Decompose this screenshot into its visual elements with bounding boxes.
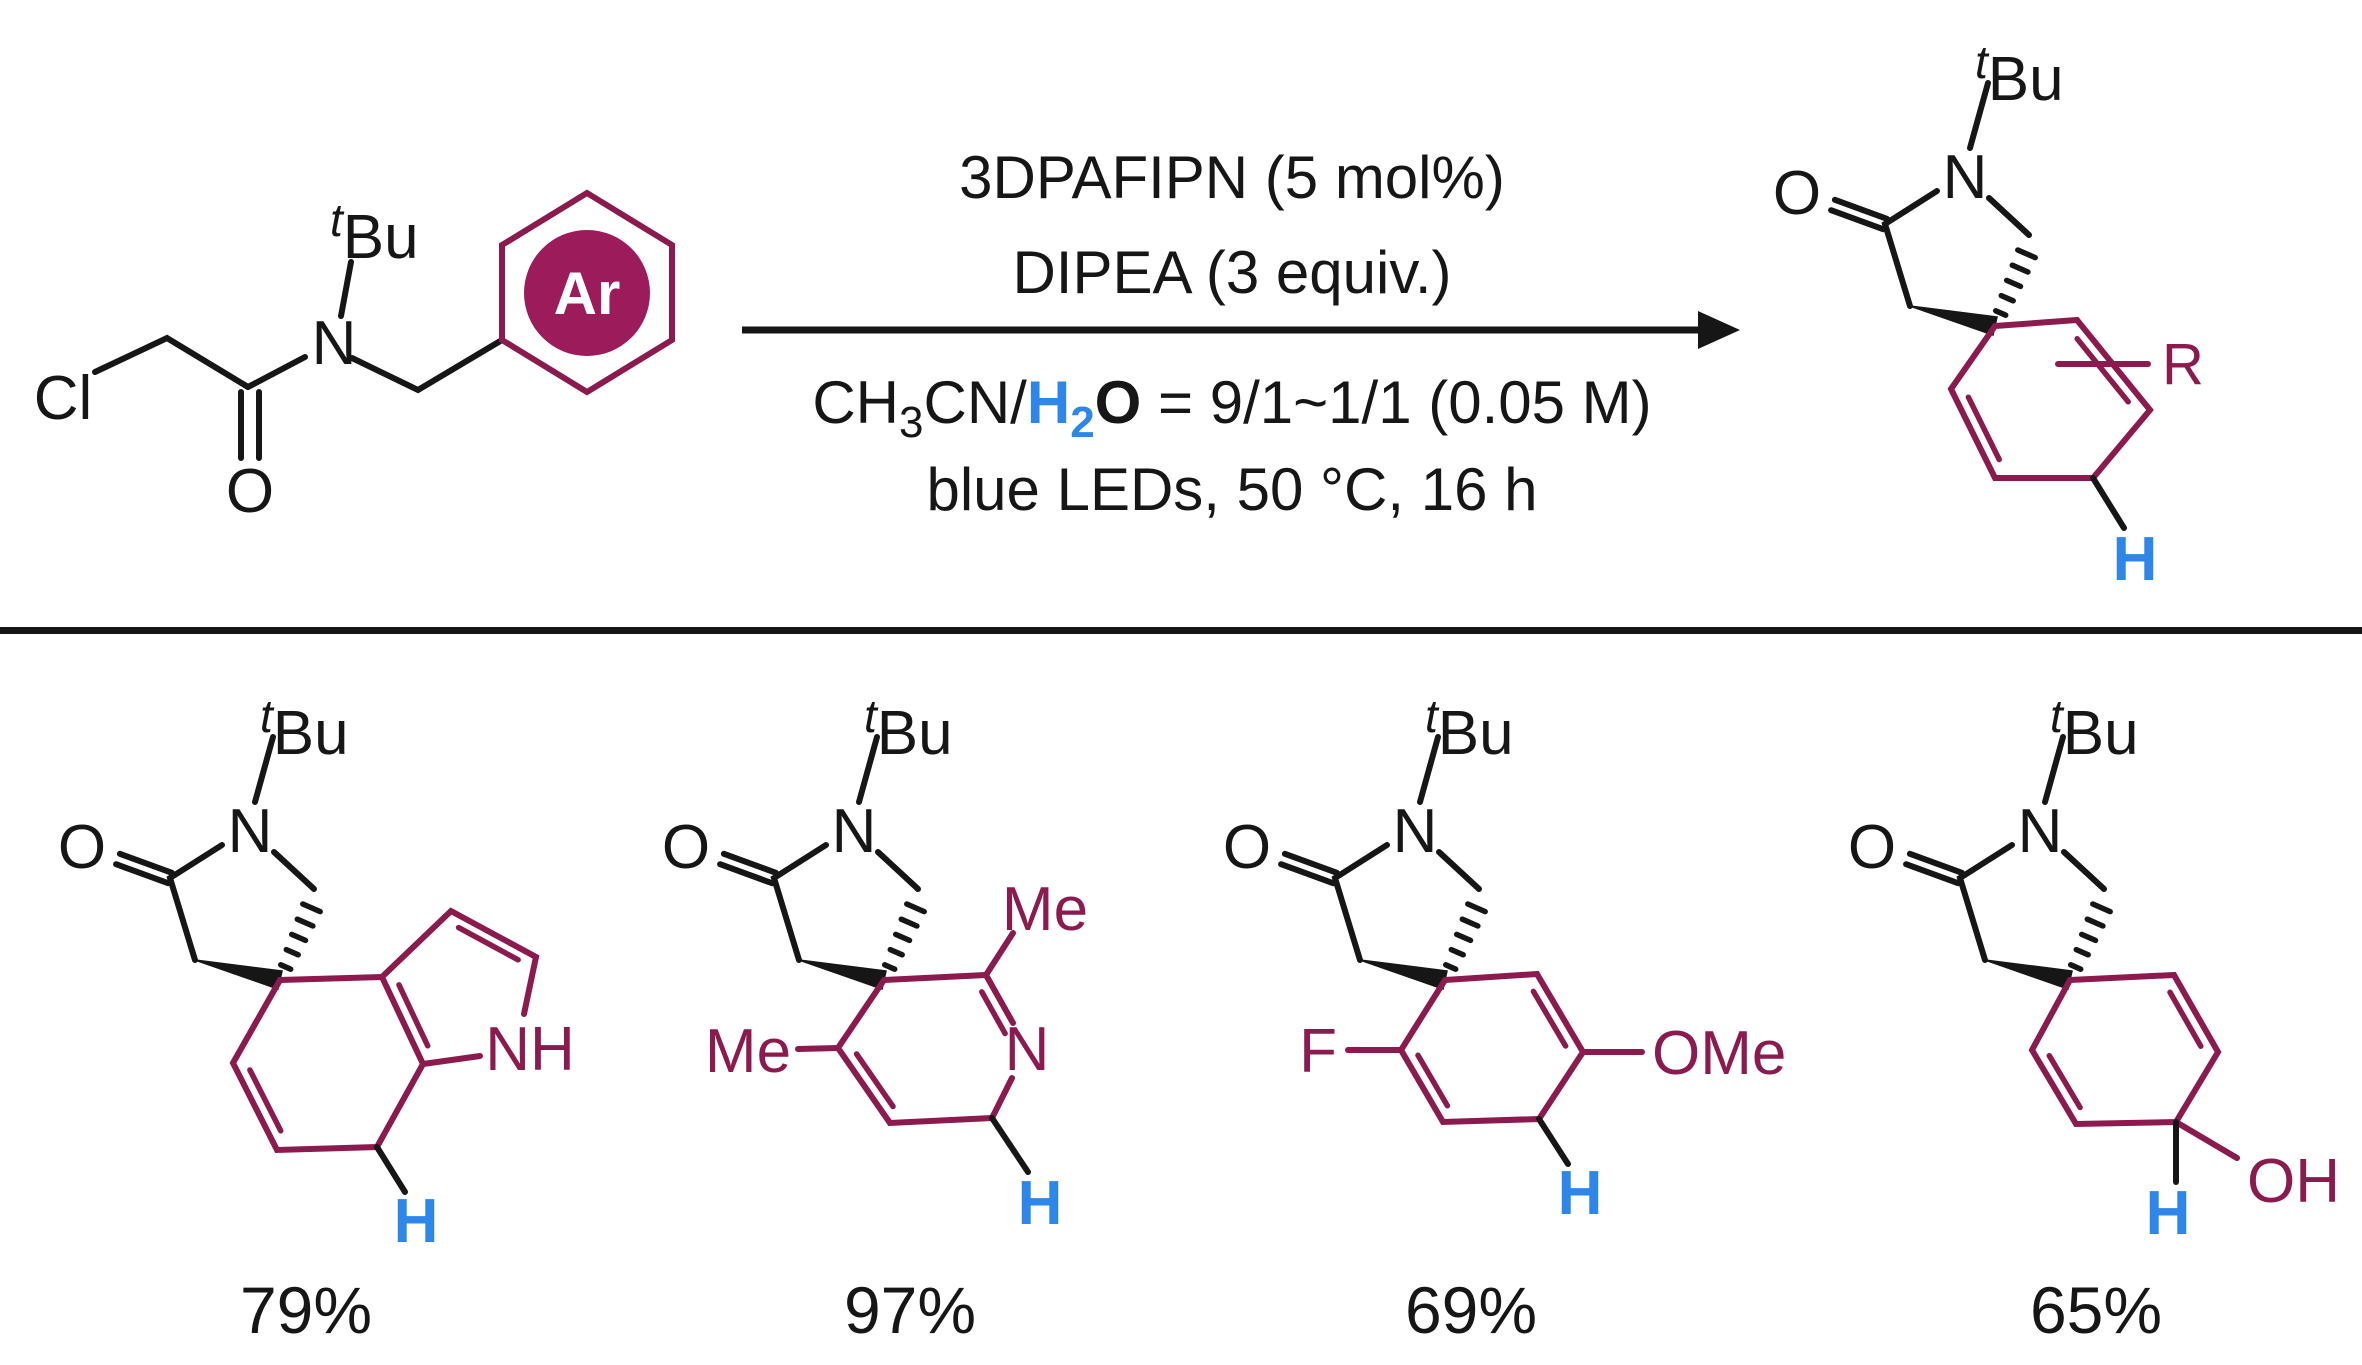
ring-double-bonds — [853, 989, 1008, 1110]
tbu-main: Bu — [343, 203, 419, 272]
me-label-top: Me — [1002, 875, 1088, 944]
c-h-bond — [2090, 475, 2127, 531]
yield-label: 97% — [844, 1273, 976, 1347]
c-n-bond — [245, 354, 308, 390]
h-label: H — [1018, 1169, 1063, 1238]
condition-photocatalyst: 3DPAFIPN (5 mol%) — [959, 144, 1505, 211]
reaction-conditions: 3DPAFIPN (5 mol%) DIPEA (3 equiv.) CH3CN… — [742, 144, 1740, 523]
tbu-label: tBu — [330, 194, 419, 272]
c-h-bond — [989, 1115, 1031, 1175]
n-tbu-bond — [338, 259, 354, 319]
oh-bond — [2173, 1119, 2240, 1161]
diene-ring — [1947, 316, 2154, 481]
yield-label: 69% — [1405, 1273, 1537, 1347]
carbonyl-double-bond — [238, 389, 262, 461]
spiro-product-3: F OMe H 69% — [1223, 690, 1786, 1347]
section-divider — [0, 627, 2362, 634]
spiro-product-4: OH H 65% — [1848, 690, 2340, 1347]
me-label-left: Me — [705, 1017, 791, 1086]
h-label: H — [2113, 525, 2158, 594]
ome-label: OMe — [1652, 1019, 1786, 1088]
amide-n-label: N — [312, 309, 357, 378]
r-group-label: R — [2162, 332, 2204, 397]
carbonyl-o-label: O — [226, 457, 274, 526]
diene-ring — [229, 973, 427, 1154]
chain-bonds — [92, 334, 251, 390]
solvent-ratio: = 9/1~1/1 (0.05 M) — [1141, 369, 1651, 436]
condition-base: DIPEA (3 equiv.) — [1012, 239, 1451, 306]
lactam-core-instance — [1223, 690, 1514, 989]
diene-double-bonds — [247, 982, 431, 1134]
diene-double-bonds — [1965, 336, 2131, 463]
diene-double-bonds — [2046, 989, 2204, 1111]
diene-ring — [2028, 971, 2222, 1128]
oh-label: OH — [2247, 1147, 2340, 1216]
cl-label: Cl — [34, 364, 93, 433]
c-h-bond — [374, 1144, 408, 1195]
spiro-product-1: NH H 79% — [58, 690, 575, 1347]
pyrrole-double-bond — [455, 924, 521, 963]
tbu-superscript: t — [330, 194, 345, 246]
lactam-core-instance — [662, 690, 953, 989]
reaction-arrow-head — [1698, 311, 1740, 349]
lactam-core-instance — [58, 690, 349, 989]
diene-ring — [1397, 970, 1587, 1126]
h-label: H — [394, 1187, 439, 1256]
reactant-chloroacetamide: Cl O N tBu Ar — [34, 189, 675, 526]
spiro-product-2: N Me Me H 97% — [662, 690, 1088, 1347]
ar-badge — [524, 230, 650, 356]
condition-light-temp-time: blue LEDs, 50 °C, 16 h — [926, 456, 1537, 523]
nh-label: NH — [485, 1015, 575, 1084]
benzylic-bonds — [349, 337, 505, 394]
me-left-bond — [795, 1045, 841, 1052]
pyrrole-ring — [379, 907, 540, 1067]
ar-hexagon — [499, 189, 675, 396]
water-sub2: 2 — [1070, 398, 1094, 447]
lactam-core-instance — [1773, 36, 2064, 335]
f-label: F — [1299, 1017, 1337, 1086]
water-o: O — [1095, 369, 1142, 436]
product-general: R H — [1773, 36, 2204, 594]
water-h: H — [1027, 369, 1070, 436]
h-label: H — [2146, 1179, 2191, 1248]
lactam-core-instance — [1848, 690, 2139, 989]
yield-label: 65% — [2030, 1273, 2162, 1347]
yield-label: 79% — [240, 1273, 372, 1347]
h-label: H — [1558, 1159, 1603, 1228]
condition-solvent: CH3CN/H2O = 9/1~1/1 (0.05 M) — [812, 369, 1651, 447]
ring-n-label: N — [1005, 1015, 1050, 1084]
c-h-bond — [1536, 1116, 1571, 1167]
solvent-ch: CH — [812, 369, 899, 436]
solvent-sub3: 3 — [899, 398, 923, 447]
solvent-cn: CN/ — [924, 369, 1028, 436]
diene-double-bonds — [1415, 988, 1569, 1109]
me-top-bond — [983, 930, 1016, 978]
ar-label: Ar — [554, 260, 621, 327]
